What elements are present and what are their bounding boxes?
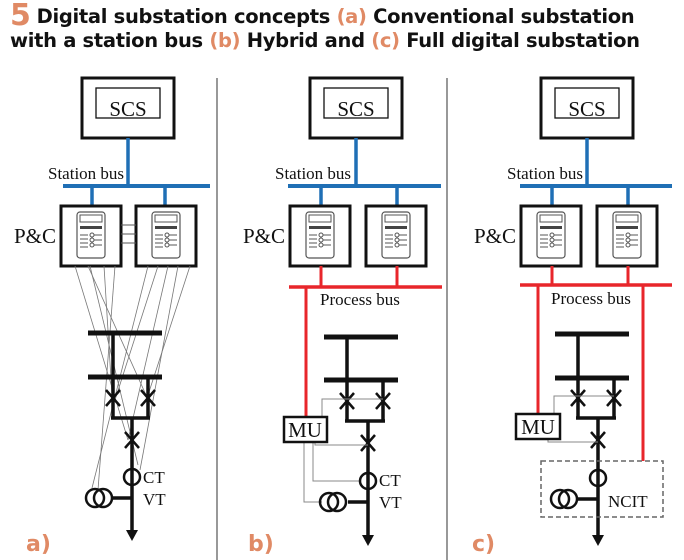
pc-relay	[595, 204, 659, 268]
title-text: Conventional substation with a station b…	[10, 5, 635, 52]
mu-box	[514, 412, 562, 441]
mu-label: MU	[521, 415, 555, 439]
pc-relay	[364, 204, 428, 268]
panel-b: SCS Station bus P&C Process bus MU	[243, 76, 442, 557]
pc-relay	[59, 204, 123, 268]
ncit-box	[540, 460, 664, 518]
title-ref-c: (c)	[371, 29, 400, 52]
scs-label: SCS	[337, 97, 374, 121]
title-text: Hybrid and	[240, 29, 372, 52]
panel-a: SCS Station bus P&C CT VT a)	[14, 76, 210, 557]
mu-label: MU	[288, 418, 322, 442]
panel-label: b)	[248, 532, 274, 557]
ncit-label: NCIT	[608, 492, 648, 511]
mu-box	[282, 415, 329, 444]
title-text: Full digital substation	[399, 29, 640, 52]
title-ref-a: (a)	[336, 5, 367, 28]
panel-label: a)	[26, 532, 51, 557]
pc-label: P&C	[14, 224, 56, 248]
panel-c: SCS Station bus P&C Process bus MU	[472, 76, 672, 557]
ct-label: CT	[143, 468, 165, 487]
pc-relay	[519, 204, 583, 268]
pc-relay	[134, 204, 198, 268]
process-bus-label: Process bus	[551, 289, 631, 308]
station-bus-label: Station bus	[275, 164, 351, 183]
scs-label: SCS	[568, 97, 605, 121]
pc-label: P&C	[474, 224, 516, 248]
station-bus-label: Station bus	[507, 164, 583, 183]
scs-label: SCS	[109, 97, 146, 121]
pc-relay	[288, 204, 352, 268]
panel-label: c)	[472, 532, 495, 557]
vt-label: VT	[143, 490, 166, 509]
pc-label: P&C	[243, 224, 285, 248]
title-ref-b: (b)	[209, 29, 241, 52]
figure-number: 5	[10, 0, 31, 33]
process-bus-label: Process bus	[320, 290, 400, 309]
ct-label: CT	[379, 471, 401, 490]
title-text: Digital substation concepts	[36, 5, 337, 28]
vt-label: VT	[379, 493, 402, 512]
station-bus-label: Station bus	[48, 164, 124, 183]
